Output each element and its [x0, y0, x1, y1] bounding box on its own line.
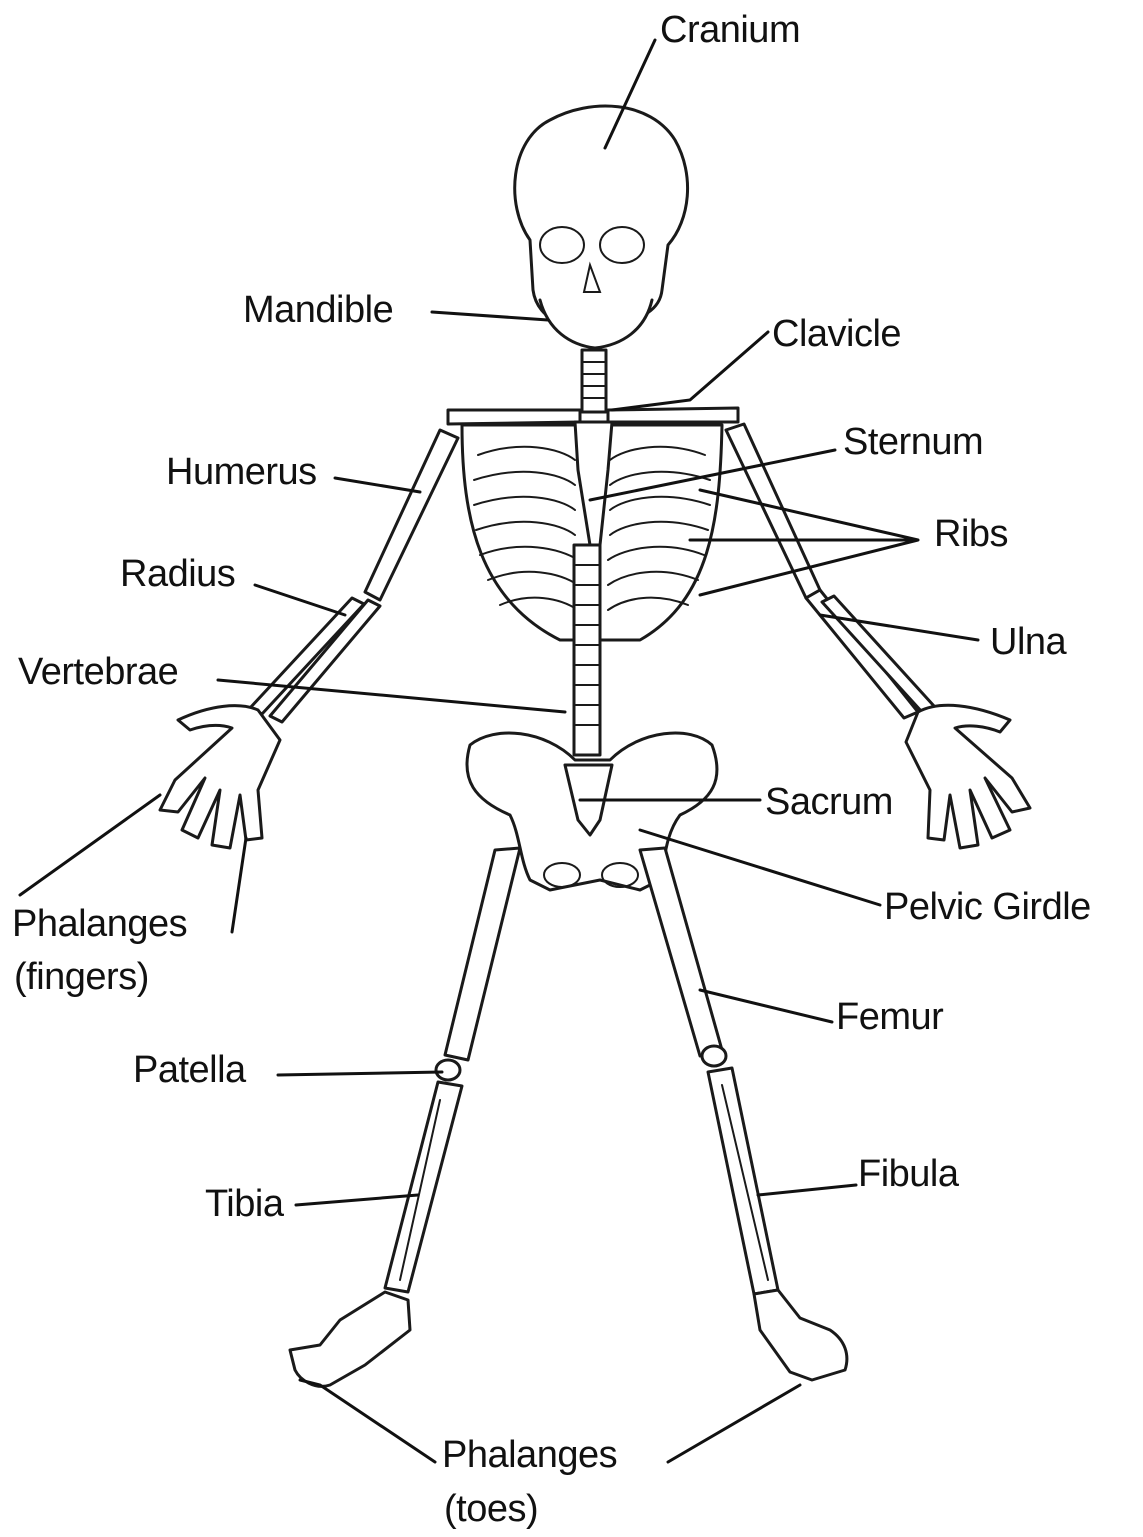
radius-left-bone: [270, 600, 380, 722]
label-cranium: Cranium: [660, 8, 800, 52]
label-radius: Radius: [120, 552, 235, 596]
spine: [574, 545, 600, 755]
label-vertebrae: Vertebrae: [18, 650, 178, 694]
label-phalanges-fingers: Phalanges: [12, 902, 187, 946]
hand-left: [160, 706, 280, 848]
mandible-bone: [540, 300, 652, 348]
foot-left: [290, 1292, 410, 1386]
right-leg: [640, 848, 847, 1380]
label-mandible: Mandible: [243, 288, 393, 332]
foot-right: [754, 1290, 847, 1380]
humerus-right-bone: [726, 424, 820, 598]
label-sacrum: Sacrum: [765, 780, 893, 824]
skull: [515, 106, 688, 348]
cervical-spine: [582, 350, 606, 412]
label-tibia: Tibia: [205, 1182, 283, 1226]
cranium-bone: [515, 106, 688, 322]
label-humerus: Humerus: [166, 450, 317, 494]
label-fibula: Fibula: [858, 1152, 959, 1196]
fibula-tibia-right-bone: [708, 1068, 778, 1294]
label-clavicle: Clavicle: [772, 312, 901, 356]
label-phalanges-toes-sub: (toes): [444, 1487, 538, 1531]
label-phalanges-fingers-sub: (fingers): [14, 955, 149, 999]
femur-right-bone: [640, 848, 722, 1056]
patella-right-bone: [702, 1046, 726, 1066]
humerus-left-bone: [365, 430, 458, 600]
vertebrae-column: [574, 545, 600, 755]
left-leg: [290, 848, 520, 1386]
label-ulna: Ulna: [990, 620, 1066, 664]
ulna-left-bone: [250, 598, 364, 714]
label-sternum: Sternum: [843, 420, 983, 464]
label-ribs: Ribs: [934, 512, 1008, 556]
label-phalanges-toes: Phalanges: [442, 1433, 617, 1477]
tibia-left-bone: [385, 1082, 462, 1292]
label-femur: Femur: [836, 995, 943, 1039]
label-patella: Patella: [133, 1048, 246, 1092]
clavicle-right-bone: [608, 408, 738, 422]
femur-left-bone: [445, 848, 520, 1060]
hand-right: [906, 705, 1030, 848]
neck: [582, 350, 606, 412]
patella-left-bone: [436, 1060, 460, 1080]
ulna-right-bone: [822, 596, 934, 712]
radius-right-bone: [806, 590, 918, 718]
clavicle-left-bone: [448, 410, 580, 424]
label-pelvic-girdle: Pelvic Girdle: [884, 885, 1091, 929]
